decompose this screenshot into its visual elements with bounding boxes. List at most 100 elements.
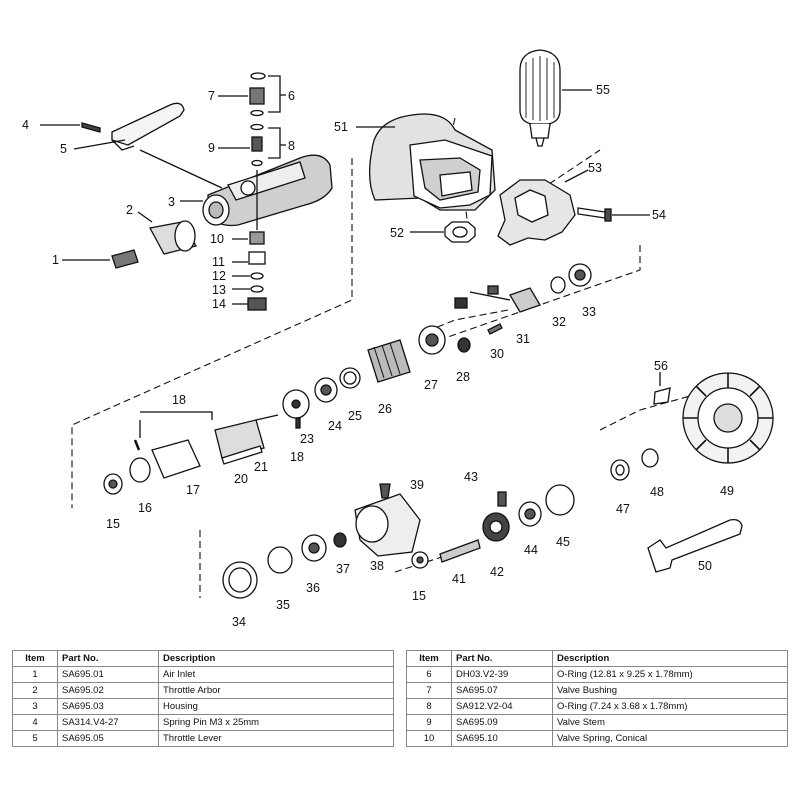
callout-16: 16 (138, 501, 152, 515)
table-header-row: Item Part No. Description (406, 650, 788, 667)
description-cell: Valve Bushing (552, 682, 788, 699)
callout-23: 23 (300, 432, 314, 446)
part-49-wire-wheel (682, 372, 774, 464)
part-no-cell: SA695.01 (57, 666, 159, 683)
part-no-cell: DH03.V2-39 (451, 666, 553, 683)
part-3-housing (180, 154, 333, 227)
part-54-screw (577, 207, 650, 222)
callout-15: 15 (106, 517, 120, 531)
description-cell: Spring Pin M3 x 25mm (158, 714, 394, 731)
callout-35: 35 (276, 598, 290, 612)
callout-10: 10 (210, 232, 224, 246)
callout-47: 47 (616, 502, 630, 516)
callout-28: 28 (456, 370, 470, 384)
callout-30: 30 (490, 347, 504, 361)
callout-54: 54 (652, 208, 666, 222)
callout-labels: 1 2 3 4 5 6 7 8 9 10 11 12 13 14 15 16 1… (22, 83, 734, 629)
part-47-washer (610, 459, 630, 481)
part-50-wrench (647, 518, 743, 573)
part-no-cell: SA695.10 (451, 730, 553, 747)
callout-43: 43 (464, 470, 478, 484)
description-cell: Valve Stem (552, 714, 788, 731)
callout-37: 37 (336, 562, 350, 576)
callout-41: 41 (452, 572, 466, 586)
callout-2: 2 (126, 203, 133, 217)
callout-5: 5 (60, 142, 67, 156)
callout-4: 4 (22, 118, 29, 132)
callout-6: 6 (288, 89, 295, 103)
part-no-cell: SA695.07 (451, 682, 553, 699)
callout-26: 26 (378, 402, 392, 416)
description-cell: Housing (158, 698, 394, 715)
callout-18: 18 (290, 450, 304, 464)
part-4-spring-pin (40, 122, 223, 189)
callout-27: 27 (424, 378, 438, 392)
item-cell: 8 (406, 698, 452, 715)
callout-51: 51 (334, 120, 348, 134)
callout-12: 12 (212, 269, 226, 283)
description-cell: Valve Spring, Conical (552, 730, 788, 747)
part-1-air-inlet (62, 249, 139, 269)
callout-55: 55 (596, 83, 610, 97)
part-no-cell: SA912.V2-04 (451, 698, 553, 715)
callout-56: 56 (654, 359, 668, 373)
callout-50: 50 (698, 559, 712, 573)
callout-14: 14 (212, 297, 226, 311)
description-cell: O-Ring (12.81 x 9.25 x 1.78mm) (552, 666, 788, 683)
item-cell: 10 (406, 730, 452, 747)
description-cell: O-Ring (7.24 x 3.68 x 1.78mm) (552, 698, 788, 715)
part-51-gear-housing (356, 113, 496, 211)
callout-9: 9 (208, 141, 215, 155)
callout-20: 20 (234, 472, 248, 486)
callout-42: 42 (490, 565, 504, 579)
callout-49: 49 (720, 484, 734, 498)
column-header-part-no: Part No. (57, 650, 159, 667)
callout-17: 17 (186, 483, 200, 497)
part-no-cell: SA695.09 (451, 714, 553, 731)
part-no-cell: SA695.02 (57, 682, 159, 699)
bottom-row-parts (222, 483, 575, 599)
description-cell: Throttle Lever (158, 730, 394, 747)
part-5-throttle-lever (111, 102, 185, 151)
description-cell: Throttle Arbor (158, 682, 394, 699)
callout-45: 45 (556, 535, 570, 549)
part-no-cell: SA695.05 (57, 730, 159, 747)
callout-48: 48 (650, 485, 664, 499)
description-cell: Air Inlet (158, 666, 394, 683)
callout-39: 39 (410, 478, 424, 492)
callout-18: 18 (172, 393, 186, 407)
item-cell: 5 (12, 730, 58, 747)
callout-33: 33 (582, 305, 596, 319)
callout-11: 11 (212, 255, 225, 269)
column-header-item: Item (12, 650, 58, 667)
exploded-view-diagram: 1 2 3 4 5 6 7 8 9 10 11 12 13 14 15 16 1… (22, 49, 774, 629)
column-header-item: Item (406, 650, 452, 667)
part-no-cell: SA695.03 (57, 698, 159, 715)
item-cell: 7 (406, 682, 452, 699)
part-2-throttle-arbor (137, 211, 197, 255)
callout-32: 32 (552, 315, 566, 329)
part-55-handle (519, 49, 592, 147)
callout-31: 31 (516, 332, 530, 346)
part-48-spacer (641, 448, 659, 468)
item-cell: 6 (406, 666, 452, 683)
part-no-cell: SA314.V4-27 (57, 714, 159, 731)
column-header-part-no: Part No. (451, 650, 553, 667)
column-header-description: Description (158, 650, 394, 667)
table-header-row: Item Part No. Description (12, 650, 394, 667)
column-header-description: Description (552, 650, 788, 667)
callout-21: 21 (254, 460, 268, 474)
callout-13: 13 (212, 283, 226, 297)
callout-38: 38 (370, 559, 384, 573)
item-cell: 2 (12, 682, 58, 699)
